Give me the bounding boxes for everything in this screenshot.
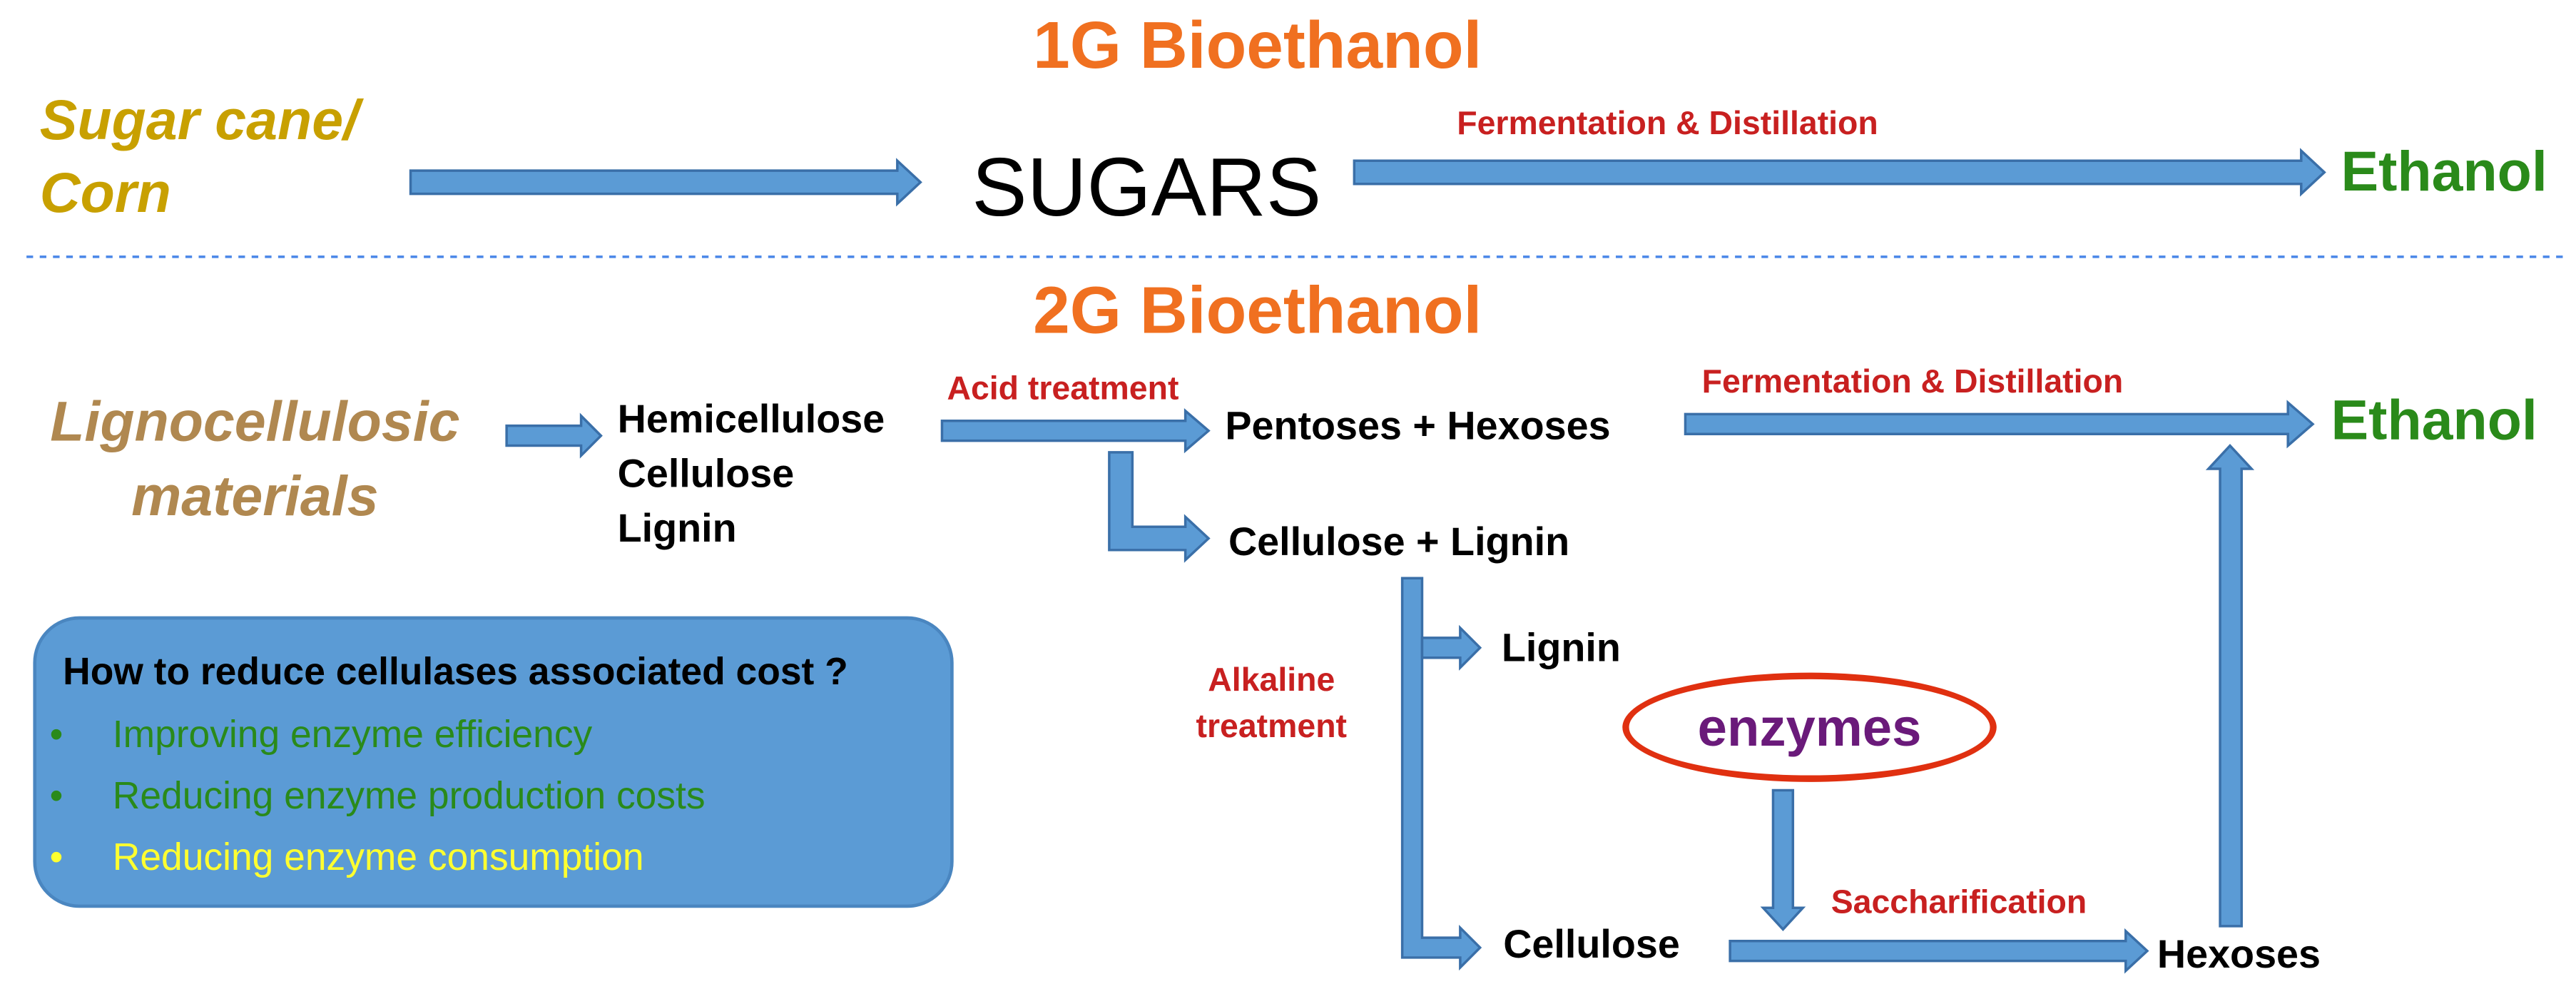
arrow-sugars-to-ethanol — [1353, 148, 2326, 197]
process-label-1g: Fermentation & Distillation — [1457, 106, 1878, 143]
pentoses-hexoses-node: Pentoses + Hexoses — [1225, 404, 1611, 450]
arrow-lignocellulosic-to-components — [505, 412, 603, 459]
enzymes-ellipse: enzymes — [1622, 672, 1997, 782]
product-ethanol-2g: Ethanol — [2331, 389, 2537, 452]
list-item-text: Improving enzyme efficiency — [112, 712, 593, 756]
feedstock-2g-line2: materials — [131, 465, 379, 529]
alkaline-treatment-label: Alkaline treatment — [1182, 658, 1361, 751]
saccharification-label: Saccharification — [1831, 884, 2087, 921]
cellulose-lignin-node: Cellulose + Lignin — [1228, 520, 1570, 565]
sugars-label: SUGARS — [972, 141, 1322, 234]
arrow-to-lignin — [1420, 624, 1482, 671]
arrow-enzymes-down — [1760, 788, 1806, 932]
cost-reduction-box: How to reduce cellulases associated cost… — [33, 616, 954, 908]
bullet: • — [49, 835, 63, 878]
feedstock-1g-line1: Sugar cane/ — [39, 89, 360, 153]
lignin-node: Lignin — [1501, 626, 1621, 671]
feedstock-1g-line2: Corn — [39, 162, 171, 225]
feedstock-2g-line1: Lignocellulosic — [50, 390, 460, 455]
component-cellulose: Cellulose — [617, 452, 795, 497]
feedstock-1g: Sugar cane/ Corn — [40, 84, 359, 230]
product-ethanol-1g: Ethanol — [2341, 141, 2547, 204]
bullet: • — [49, 774, 63, 817]
component-lignin: Lignin — [617, 507, 737, 552]
list-item-text: Reducing enzyme production costs — [112, 774, 706, 817]
arrow-fermentation-2g — [1684, 400, 2315, 449]
component-list: Hemicellulose Cellulose Lignin — [618, 392, 885, 557]
hexoses-node: Hexoses — [2157, 933, 2321, 978]
cost-reduction-title: How to reduce cellulases associated cost… — [63, 649, 848, 693]
arrow-hexoses-up — [2205, 443, 2255, 928]
alkaline-line2: treatment — [1196, 709, 1348, 746]
arrow-feedstock-to-sugars — [409, 158, 922, 207]
feedstock-2g: Lignocellulosic materials — [30, 386, 480, 535]
list-item-text: Reducing enzyme consumption — [112, 835, 644, 878]
title-1g: 1G Bioethanol — [1033, 9, 1482, 83]
component-hemicellulose: Hemicellulose — [617, 397, 885, 442]
title-2g: 2G Bioethanol — [1033, 275, 1482, 348]
bullet: • — [49, 712, 63, 756]
arrow-to-cellulose-lignin — [1108, 451, 1211, 563]
acid-treatment-label: Acid treatment — [947, 371, 1179, 408]
arrow-saccharification — [1729, 928, 2149, 974]
arrow-acid-treatment — [940, 407, 1211, 454]
alkaline-line1: Alkaline — [1208, 662, 1335, 699]
fermentation-label-2g: Fermentation & Distillation — [1701, 364, 2124, 401]
enzymes-label: enzymes — [1697, 696, 1922, 756]
arrow-alkaline-to-cellulose — [1400, 577, 1482, 971]
cellulose-node: Cellulose — [1503, 923, 1680, 968]
